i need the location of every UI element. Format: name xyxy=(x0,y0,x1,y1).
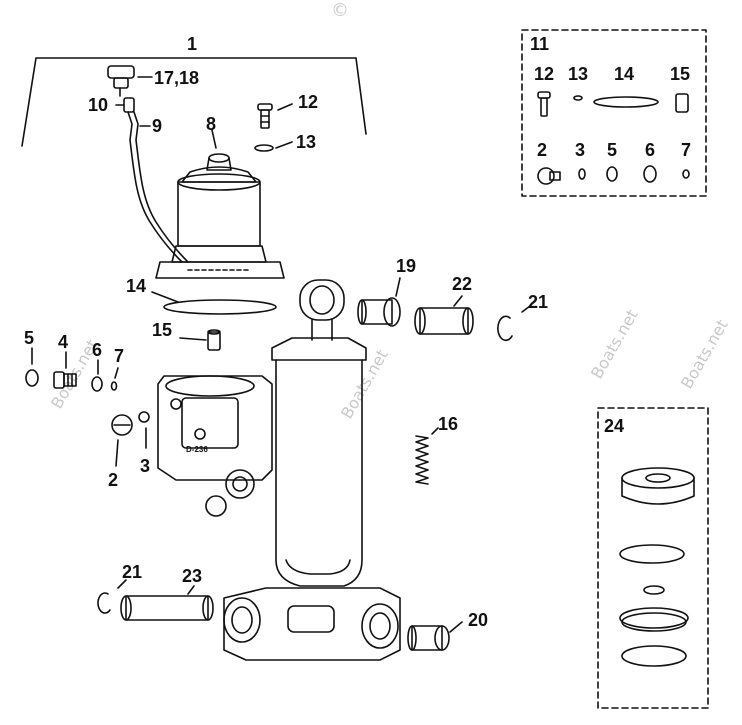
callout-20: 20 xyxy=(468,610,488,630)
callout-21-upper: 21 xyxy=(528,292,548,312)
part-22-sleeve xyxy=(414,295,474,335)
copyright-mark: © xyxy=(331,0,349,21)
callout-1: 1 xyxy=(187,34,197,54)
part-17-18-connector xyxy=(107,65,153,97)
kit-24-box xyxy=(597,407,709,709)
kit-11-label: 12 xyxy=(534,64,554,84)
kit-11-box xyxy=(521,29,707,197)
kit-11-label: 5 xyxy=(607,140,617,160)
part-19-bushing xyxy=(357,277,401,327)
part-5-o-ring xyxy=(25,347,39,387)
part-21-clip-upper xyxy=(497,305,531,342)
callout-4: 4 xyxy=(58,332,68,352)
callout-10: 10 xyxy=(88,95,108,115)
callout-17-18: 17,18 xyxy=(154,68,199,88)
part-12-screw xyxy=(257,103,293,129)
part-20-bushing xyxy=(407,621,463,651)
manifold-body xyxy=(157,375,273,517)
kit-11-label: 7 xyxy=(681,140,691,160)
assembly-1-bracket xyxy=(21,57,367,147)
part-23-pin xyxy=(120,585,214,621)
watermark-text: Boats.net xyxy=(677,316,732,392)
callout-labels: 1 17,18 10 9 8 12 13 14 15 19 22 21 5 4 … xyxy=(24,34,691,630)
kit-11-label: 14 xyxy=(614,64,634,84)
callout-19: 19 xyxy=(396,256,416,276)
callout-8: 8 xyxy=(206,114,216,134)
part-8-motor xyxy=(155,129,285,279)
callout-3: 3 xyxy=(140,456,150,476)
callout-14: 14 xyxy=(126,276,146,296)
callout-13: 13 xyxy=(296,132,316,152)
part-7-o-ring xyxy=(110,367,119,391)
part-10-9-wire-harness xyxy=(115,97,189,263)
callout-2: 2 xyxy=(108,470,118,490)
kit-11-title: 11 xyxy=(530,34,549,54)
callout-23: 23 xyxy=(182,566,202,586)
callout-9: 9 xyxy=(152,116,162,136)
callout-21-lower: 21 xyxy=(122,562,142,582)
part-2-plug xyxy=(111,414,133,467)
callout-12: 12 xyxy=(298,92,318,112)
kit-11-label: 2 xyxy=(537,140,547,160)
casting-mark: D-236 xyxy=(186,445,208,454)
part-3-o-ring xyxy=(138,411,150,449)
kit-24-title: 24 xyxy=(604,416,624,436)
kit-11-label: 3 xyxy=(575,140,585,160)
callout-16: 16 xyxy=(438,414,458,434)
part-21-clip-lower xyxy=(97,579,127,614)
kit-11-label: 13 xyxy=(568,64,588,84)
callout-5: 5 xyxy=(24,328,34,348)
watermark-text: Boats.net xyxy=(587,306,642,382)
part-13-washer xyxy=(254,141,293,152)
kit-11-label: 6 xyxy=(645,140,655,160)
part-15-fitting xyxy=(179,329,221,351)
part-16-spring xyxy=(415,427,439,485)
kit-11-label: 15 xyxy=(670,64,690,84)
part-4-valve xyxy=(53,351,77,389)
trim-cylinder xyxy=(271,279,367,587)
part-6-o-ring xyxy=(91,359,103,392)
part-14-o-ring xyxy=(151,291,277,315)
callout-6: 6 xyxy=(92,340,102,360)
lower-mount xyxy=(223,587,401,661)
callout-22: 22 xyxy=(452,274,472,294)
callout-15: 15 xyxy=(152,320,172,340)
watermark-text: Boats.net xyxy=(337,346,392,422)
callout-7: 7 xyxy=(114,346,124,366)
